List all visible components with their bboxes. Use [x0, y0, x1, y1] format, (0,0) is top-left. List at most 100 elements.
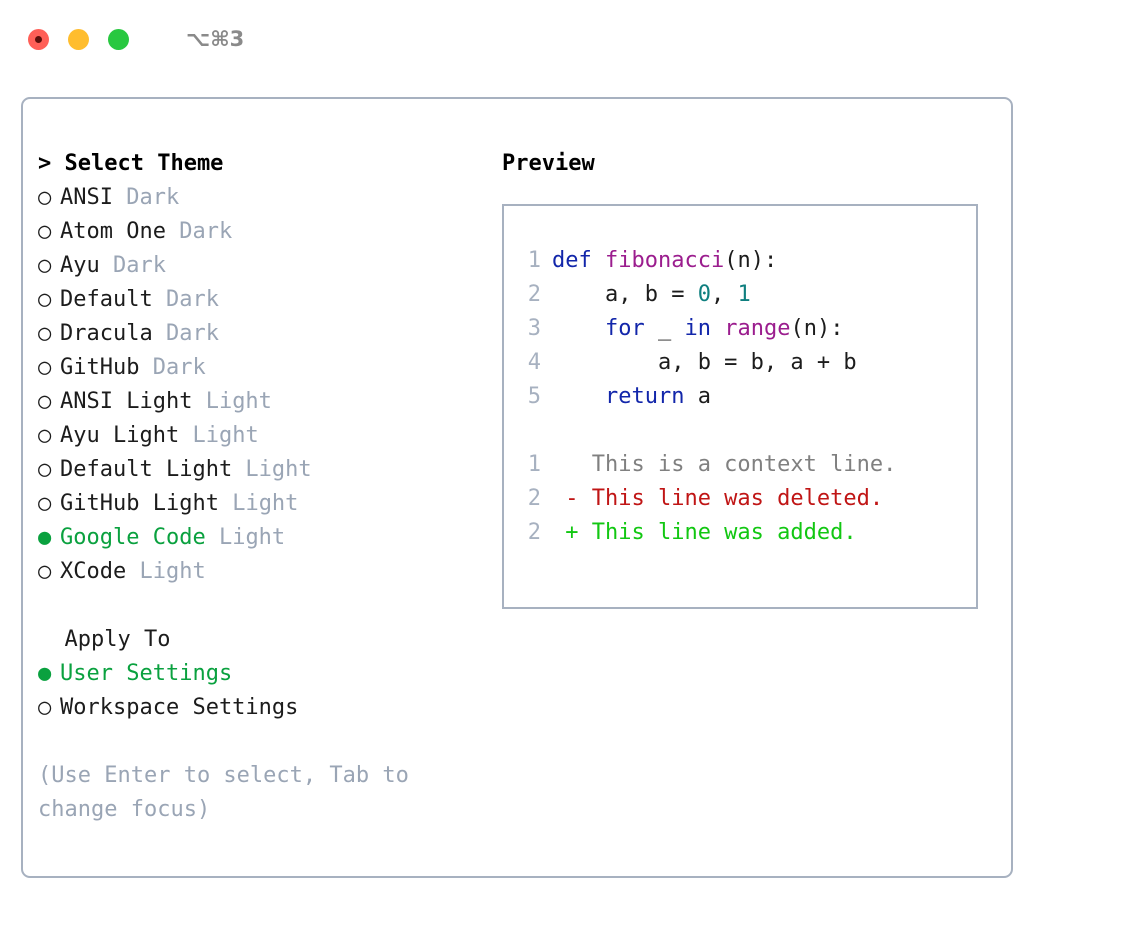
panel-columns: > Select Theme ○ANSI Dark○Atom One Dark○…: [23, 99, 1011, 876]
code-token-kw: for: [604, 316, 645, 341]
theme-option-ansi[interactable]: ○ANSI Dark: [38, 181, 508, 215]
code-token-fn: fibonacci: [604, 248, 725, 273]
theme-option-variant: Dark: [112, 185, 180, 210]
theme-option-variant: Light: [232, 457, 312, 482]
theme-option-label: GitHub Light: [60, 491, 219, 516]
line-number: 2: [527, 520, 541, 545]
code-token-kw: in: [684, 316, 711, 341]
theme-option-default[interactable]: ○ Default Dark: [38, 283, 508, 317]
theme-option-label: GitHub: [60, 355, 140, 380]
apply-to-option-user-settings[interactable]: ●User Settings: [38, 657, 508, 691]
theme-option-label: Ayu Light: [60, 423, 180, 448]
theme-option-dracula[interactable]: ○ Dracula Dark: [38, 317, 508, 351]
code-token-num: 0: [697, 282, 711, 307]
radio-unselected-icon: ○: [38, 695, 52, 720]
radio-selected-icon: ●: [38, 661, 52, 686]
theme-option-default-light[interactable]: ○ Default Light Light: [38, 453, 508, 487]
theme-option-google-code[interactable]: ●Google Code Light: [38, 521, 508, 555]
line-number: 5: [527, 384, 541, 409]
code-token-pln: [711, 316, 724, 341]
theme-option-variant: Dark: [165, 219, 233, 244]
line-number: 1: [527, 452, 541, 477]
theme-option-ansi-light[interactable]: ○ ANSI Light Light: [38, 385, 508, 419]
theme-option-label: Google Code: [60, 525, 206, 550]
diff-line-text: + This line was added.: [552, 520, 857, 545]
theme-option-variant: Light: [205, 525, 286, 550]
theme-option-label: Dracula: [60, 321, 153, 346]
diff-sample: 1 This is a context line.2 - This line w…: [504, 448, 976, 550]
line-number: 3: [527, 316, 541, 341]
theme-option-ayu-light[interactable]: ○Ayu Light Light: [38, 419, 508, 453]
apply-to-list[interactable]: ●User Settings ○ Workspace Settings: [38, 657, 508, 725]
theme-option-label: Default: [60, 287, 153, 312]
theme-option-label: Ayu: [60, 253, 100, 278]
code-token-pln: (n):: [724, 248, 778, 273]
theme-option-label: Default Light: [60, 457, 233, 482]
radio-unselected-icon: ○: [38, 355, 52, 380]
apply-to-option-label: Workspace Settings: [60, 695, 299, 720]
radio-unselected-icon: ○: [38, 457, 52, 482]
theme-option-atom-one[interactable]: ○ Atom One Dark: [38, 215, 508, 249]
theme-option-xcode[interactable]: ○ XCode Light: [38, 555, 508, 589]
radio-unselected-icon: ○: [38, 219, 52, 244]
section-spacer: [38, 589, 508, 623]
maximize-window-button[interactable]: [108, 28, 129, 50]
radio-unselected-icon: ○: [38, 559, 52, 584]
theme-option-variant: Light: [218, 491, 299, 516]
radio-unselected-icon: ○: [38, 321, 52, 346]
theme-option-variant: Light: [126, 559, 206, 584]
theme-list[interactable]: ○ANSI Dark ○ Atom One Dark ○ Ayu Dark ○ Defaul…: [38, 181, 508, 589]
theme-option-variant: Light: [179, 423, 259, 448]
select-theme-header: > Select Theme: [38, 151, 224, 176]
title-bar: ⌥⌘3: [0, 0, 1140, 78]
code-token-pln: (n):: [790, 316, 844, 341]
theme-option-variant: Dark: [152, 287, 219, 312]
minimize-window-button[interactable]: [68, 28, 89, 50]
apply-to-header: Apply To: [38, 627, 171, 652]
theme-option-github-light[interactable]: ○ GitHub Light Light: [38, 487, 508, 521]
radio-unselected-icon: ○: [38, 491, 52, 516]
code-token-pln: [552, 384, 605, 409]
code-line: 3 for _ in range(n):: [504, 312, 976, 346]
theme-selector-column: > Select Theme ○ANSI Dark○Atom One Dark○…: [38, 147, 508, 827]
line-number: 4: [527, 350, 541, 375]
radio-unselected-icon: ○: [38, 287, 52, 312]
line-number: 2: [527, 282, 541, 307]
keyboard-shortcut-label: ⌥⌘3: [186, 27, 245, 51]
radio-unselected-icon: ○: [38, 389, 52, 414]
code-token-pln: a, b =: [552, 282, 698, 307]
close-window-button[interactable]: [28, 28, 49, 50]
theme-option-github[interactable]: ○GitHub Dark: [38, 351, 508, 385]
theme-option-variant: Light: [192, 389, 272, 414]
diff-line-add: 2 + This line was added.: [504, 516, 976, 550]
theme-option-label: Atom One: [60, 219, 166, 244]
traffic-lights: [28, 28, 129, 50]
theme-option-variant: Dark: [99, 253, 166, 278]
code-token-fn: range: [724, 316, 791, 341]
code-token-kw: return: [604, 384, 685, 409]
code-token-kw: def: [552, 248, 605, 273]
code-token-pln: a: [684, 384, 711, 409]
theme-option-label: XCode: [60, 559, 127, 584]
theme-option-label: ANSI Light: [60, 389, 193, 414]
main-panel: > Select Theme ○ANSI Dark○Atom One Dark○…: [21, 97, 1013, 878]
radio-unselected-icon: ○: [38, 253, 52, 278]
theme-option-variant: Dark: [152, 321, 219, 346]
preview-title: Preview: [502, 151, 595, 176]
diff-line-del: 2 - This line was deleted.: [504, 482, 976, 516]
code-token-pln: ,: [710, 282, 738, 307]
code-line: 4 a, b = b, a + b: [504, 346, 976, 380]
diff-line-ctx: 1 This is a context line.: [504, 448, 976, 482]
diff-line-text: This is a context line.: [552, 452, 897, 477]
code-line: 2 a, b = 0, 1: [504, 278, 976, 312]
code-diff-gap: [504, 414, 976, 448]
apply-to-option-workspace-settings[interactable]: ○ Workspace Settings: [38, 691, 508, 725]
code-token-num: 1: [737, 282, 751, 307]
code-token-pln: [552, 316, 605, 341]
theme-option-ayu[interactable]: ○ Ayu Dark: [38, 249, 508, 283]
code-token-pln: _: [644, 316, 685, 341]
